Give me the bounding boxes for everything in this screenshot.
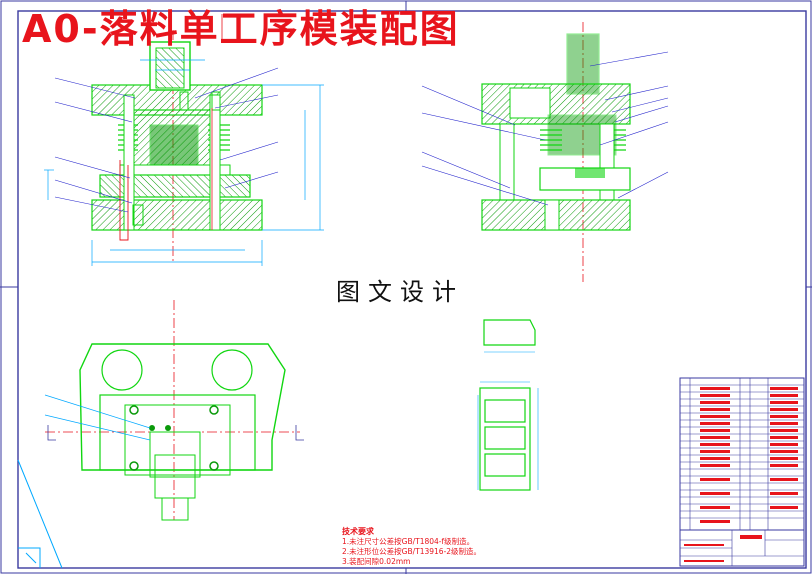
technical-requirements: 技术要求 1.未注尺寸公差按GB/T1804-f级制造。 2.未注形位公差按GB… xyxy=(342,527,482,567)
technical-requirements-heading: 技术要求 xyxy=(342,527,374,536)
parts-list-table xyxy=(679,377,805,567)
parts-list-text-rows xyxy=(684,387,798,562)
front-section-view xyxy=(44,14,324,266)
watermark-text: 图文设计 xyxy=(336,278,464,306)
technical-requirement-item: 1.未注尺寸公差按GB/T1804-f级制造。 xyxy=(342,537,475,546)
drawing-title: A0-落料单工序模装配图 xyxy=(22,7,460,51)
part-detail-views xyxy=(477,319,539,491)
technical-requirement-item: 2.未注形位公差按GB/T13916-2级制造。 xyxy=(342,547,482,556)
plan-view xyxy=(44,300,304,521)
technical-requirement-item: 3.装配间隙0.02mm xyxy=(342,557,411,566)
side-section-view xyxy=(421,22,669,282)
